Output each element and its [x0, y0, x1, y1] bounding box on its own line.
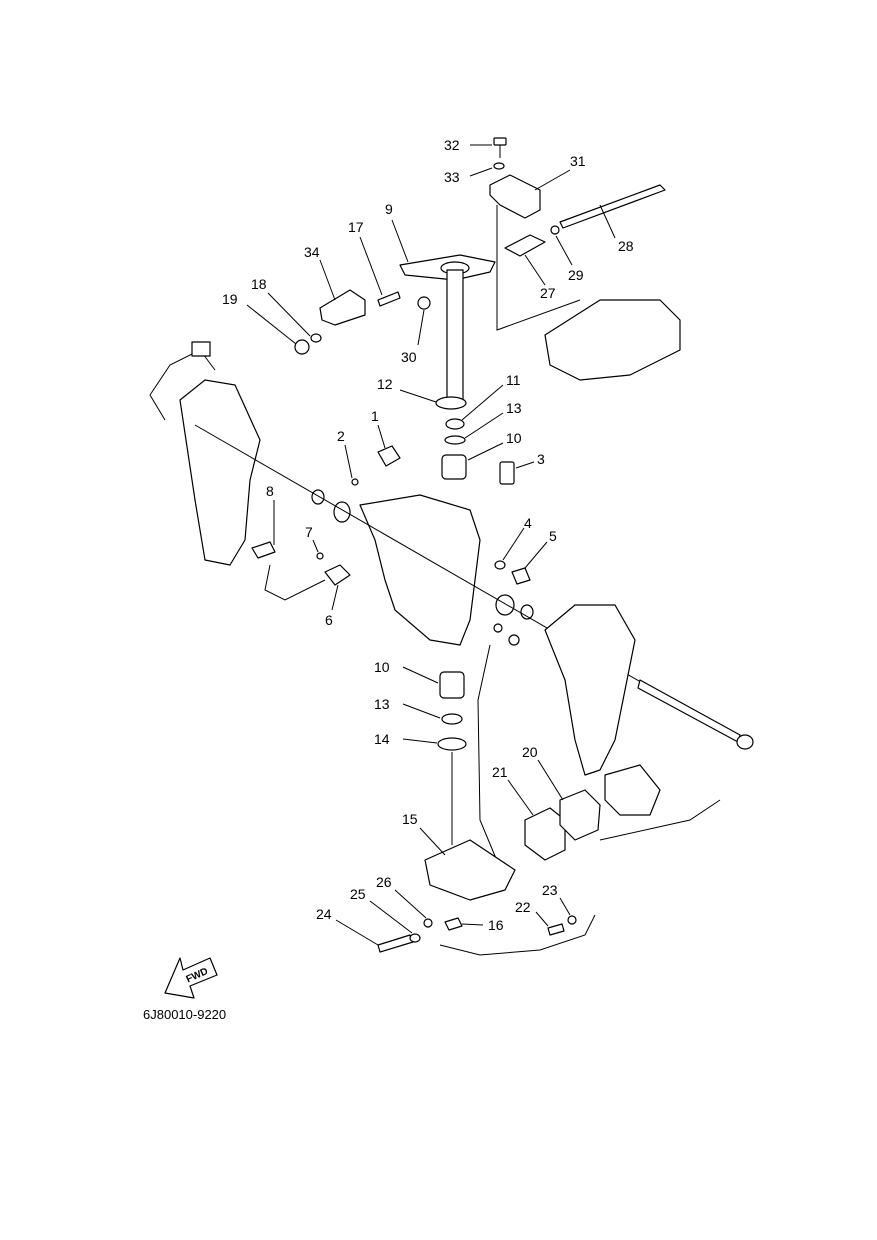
part-13-lower-o-ring	[441, 713, 463, 725]
part-17-screw	[377, 291, 401, 307]
callout-27: 27	[540, 285, 556, 301]
swivel-bracket	[359, 494, 481, 646]
part-11-bushing	[445, 418, 465, 430]
callout-29: 29	[568, 267, 584, 283]
callout-22: 22	[515, 899, 531, 915]
callout-28: 28	[618, 238, 634, 254]
wire-harness	[149, 349, 216, 421]
callout-3: 3	[537, 451, 545, 467]
part-30-nut	[417, 296, 431, 310]
callout-labels: 32 33 31 28 29 27 9 17 34 18 19 30 12 11…	[222, 137, 634, 933]
callout-25: 25	[350, 886, 366, 902]
callout-18: 18	[251, 276, 267, 292]
wire-connector	[191, 341, 211, 357]
callout-13-upper: 13	[506, 400, 522, 416]
lower-bracket-housing	[604, 764, 661, 816]
callout-34: 34	[304, 244, 320, 260]
part-20-rubber-mount	[559, 789, 601, 841]
leader-lines	[246, 144, 616, 946]
part-12-washer	[435, 396, 467, 410]
part-26-washer	[423, 918, 433, 928]
part-23-washer	[567, 915, 577, 925]
callout-10-upper: 10	[506, 430, 522, 446]
part-22-screw	[547, 923, 565, 936]
part-33-washer	[493, 162, 505, 170]
part-16-clip	[444, 917, 463, 931]
fwd-arrow: FWD	[164, 957, 218, 999]
tilt-tube-bolt	[637, 679, 741, 743]
callout-17: 17	[348, 219, 364, 235]
part-21-rubber-mount	[524, 807, 566, 861]
part-2-screw	[351, 478, 359, 486]
part-3-plate	[499, 461, 515, 485]
figure-code: 6J80010-9220	[143, 1007, 226, 1022]
callout-20: 20	[522, 744, 538, 760]
left-clamp-bracket	[179, 379, 261, 566]
part-10-lower-bushing	[439, 671, 465, 699]
part-8-grease-nipple	[251, 541, 276, 559]
callout-19: 19	[222, 291, 238, 307]
part-24-bolt	[377, 934, 414, 953]
part-27-bushing	[504, 234, 546, 257]
part-10-bushing	[441, 454, 467, 480]
small-washer	[493, 623, 503, 633]
sensor-wire	[264, 564, 326, 601]
ground-lead	[439, 914, 596, 956]
callout-31: 31	[570, 153, 586, 169]
part-18-washer	[310, 333, 322, 343]
steering-shaft	[446, 269, 464, 401]
grease-fitting	[508, 634, 520, 646]
part-14-washer	[437, 737, 467, 751]
callout-1: 1	[371, 408, 379, 424]
part-25-washer	[409, 933, 421, 943]
tilt-tube-nut	[736, 734, 754, 750]
part-28-bolt	[559, 184, 666, 229]
callout-11: 11	[506, 372, 521, 388]
callout-26: 26	[376, 874, 392, 890]
callout-12: 12	[377, 376, 393, 392]
part-1-switch	[377, 445, 401, 467]
callout-8: 8	[266, 483, 274, 499]
part-5-bolt	[511, 567, 531, 585]
callout-14: 14	[374, 731, 390, 747]
left-washer	[311, 489, 325, 505]
part-29-washer	[550, 225, 560, 235]
callout-30: 30	[401, 349, 417, 365]
part-13-o-ring	[444, 435, 466, 445]
part-31-clamp	[489, 174, 541, 219]
callout-9: 9	[385, 201, 393, 217]
right-clamp-bracket	[544, 604, 636, 776]
callout-16: 16	[488, 917, 504, 933]
callout-6: 6	[325, 612, 333, 628]
right-bushing	[495, 594, 515, 616]
part-32-bolt	[493, 137, 507, 158]
callout-2: 2	[337, 428, 345, 444]
callout-33: 33	[444, 169, 460, 185]
right-washer	[520, 604, 534, 620]
callout-21: 21	[492, 764, 508, 780]
part-15-lower-mount	[424, 839, 516, 901]
callout-10-lower: 10	[374, 659, 390, 675]
callout-32: 32	[444, 137, 460, 153]
callout-15: 15	[402, 811, 418, 827]
part-4-washer	[494, 560, 506, 570]
callout-13-lower: 13	[374, 696, 390, 712]
callout-5: 5	[549, 528, 557, 544]
callout-4: 4	[524, 515, 532, 531]
reference-line-top	[496, 205, 581, 331]
callout-7: 7	[305, 524, 313, 540]
callout-23: 23	[542, 882, 558, 898]
top-cover-assembly	[544, 299, 681, 381]
part-34-bracket	[319, 289, 366, 326]
mount-outline	[599, 799, 721, 841]
part-7-screw	[316, 552, 324, 560]
part-19-nut	[294, 339, 310, 355]
left-bushing	[333, 501, 351, 523]
callout-24: 24	[316, 906, 332, 922]
ground-cable	[477, 644, 506, 881]
part-6-sensor	[324, 564, 351, 586]
